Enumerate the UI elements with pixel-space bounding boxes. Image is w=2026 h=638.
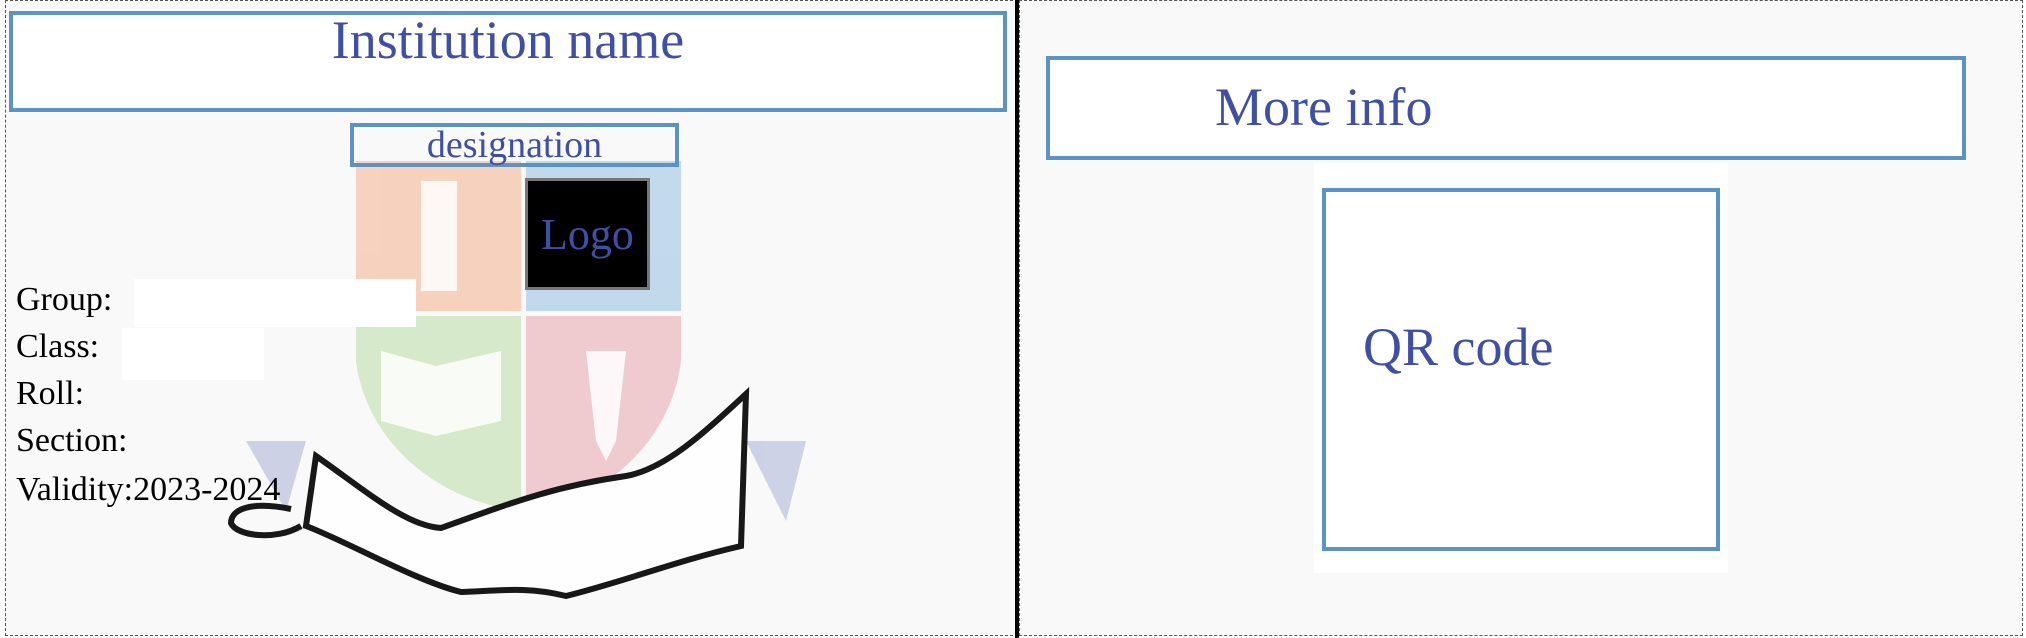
designation-text: designation [426, 124, 603, 166]
id-card-front: Institution name designation Logo Group:… [5, 0, 1018, 636]
group-value-mask [134, 279, 416, 327]
class-field: Class: [16, 328, 99, 366]
qr-code-placeholder: QR code [1322, 188, 1720, 551]
group-label: Group: [16, 281, 113, 318]
institution-name: Institution name [331, 10, 685, 70]
validity-value: 2023-2024 [133, 471, 281, 508]
qr-code-text: QR code [1363, 317, 1554, 377]
validity-label: Validity: [16, 471, 134, 508]
logo-placeholder: Logo [525, 178, 650, 290]
more-info-text: More info [1215, 77, 1433, 137]
class-label: Class: [16, 328, 100, 365]
id-card-back: More info QR code [1019, 0, 2023, 636]
card-divider [1015, 0, 1019, 638]
designation-box: designation [350, 123, 679, 167]
section-label: Section: [16, 422, 128, 459]
institution-name-box: Institution name [9, 10, 1007, 112]
section-field: Section: [16, 422, 127, 460]
validity-field: Validity:2023-2024 [16, 471, 280, 509]
roll-label: Roll: [16, 375, 85, 412]
roll-field: Roll: [16, 375, 84, 413]
logo-text: Logo [541, 209, 634, 259]
group-field: Group: [16, 281, 112, 319]
more-info-box: More info [1046, 56, 1966, 160]
class-value-mask [122, 328, 264, 380]
